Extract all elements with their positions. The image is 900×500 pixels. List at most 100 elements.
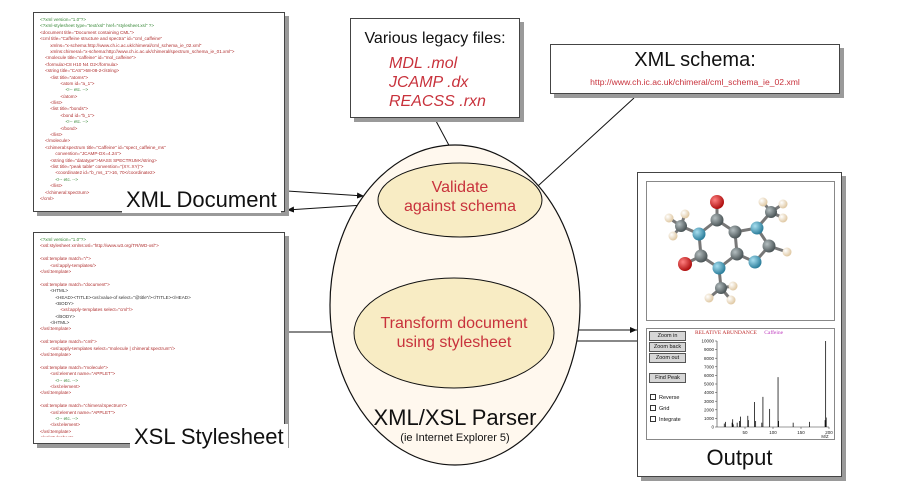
validate-label-line2: against schema [403,198,517,215]
x-tick-label: 100 [769,430,777,435]
xml-document-title: XML Document [122,187,281,213]
code-line: <?xml version="1.0"?> [40,237,87,242]
mass-spectrum-plot[interactable]: 1000090008000700060005000400030002000100… [689,331,833,438]
code-line: <molecule title="caffeine" id="mol_caffe… [40,55,136,61]
code-line: </xsl:template> [40,326,72,332]
code-line: </molecule> [40,138,71,144]
transform-label-line2: using stylesheet [396,334,512,351]
code-line: </xsl:template> [40,390,72,396]
code-line: </cml> [40,195,54,201]
legacy-files-box: Various legacy files: MDL .mol JCAMP .dx… [350,18,520,118]
transform-label-line1: Transform document [380,315,528,332]
transform-label: Transform document using stylesheet [364,314,544,352]
code-line: <cml title="Caffeine structure and spect… [40,36,163,42]
y-tick-label: 8000 [704,356,715,361]
code-line: <!-- etc. --> [40,415,79,421]
code-line: <xsl:apply-templates select="cml"/> [40,307,133,313]
code-line: </xsl:template> [40,268,72,274]
y-tick-label: 1000 [704,416,715,421]
spectrum-ylabel: RELATIVE ABUNDANCE [695,330,757,336]
xml-schema-url: http://www.ch.ic.ac.uk/chimeral/cml_sche… [590,77,800,87]
code-line: </atom> [40,93,78,99]
output-heading: Output [706,445,773,470]
code-line: <xsl:element name="APPLET"> [40,371,116,377]
arrow-validate-to-xmldoc [286,204,365,213]
spectrum-compound: Caffeine [764,330,784,336]
y-tick-label: 4000 [704,390,715,395]
xml-document-panel: <?xml version="1.0"?><?xml-stylesheet ty… [33,12,285,212]
y-tick-label: 6000 [704,373,715,378]
xml-schema-box: XML schema: http://www.ch.ic.ac.uk/chime… [550,44,840,94]
find-peak-button[interactable]: Find Peak [649,373,686,383]
x-tick-label: 50 [742,430,748,435]
spectrum-header: RELATIVE ABUNDANCE Caffeine [695,330,783,336]
code-line: convention="JCAMP-DX=4.24"> [40,151,122,157]
code-line: <document title="Document containing CML… [40,29,135,35]
code-line: xmlns:chimeral="x-schema:http://www.ch.i… [40,48,235,54]
code-line: <!-- etc. --> [40,377,79,383]
arrow-schema-to-validate [526,97,635,197]
reverse-checkbox[interactable]: Reverse [650,394,679,401]
code-line: </xsl:stylesheet> [40,435,280,437]
legacy-file-mol: MDL .mol [389,55,458,72]
code-line: <xsl:apply-templates/> [40,262,97,268]
code-line: </xsl:element> [40,422,81,428]
code-line: <string title="datatype">MASS SPECTRUM</… [40,157,157,163]
code-line: <xsl:template match="chimeral:spectrum"> [40,403,128,409]
code-line: <HEAD><TITLE><xsl:value-of select="@titl… [40,294,191,300]
grid-checkbox[interactable]: Grid [650,405,669,412]
code-line: <string title="CAS">58-08-2</string> [40,68,120,74]
code-line: </list> [40,132,63,138]
x-unit-label: M/Z [821,434,829,438]
xsl-code-listing: <?xml version="1.0"?><xsl:stylesheet xml… [40,237,280,437]
code-line: <chimeral:spectrum title="Caffeine" id="… [40,144,166,150]
spectrum-viewer: Zoom in Zoom back Zoom out Find Peak Rev… [646,328,835,440]
validate-label-line1: Validate [431,179,489,196]
zoom-in-button[interactable]: Zoom in [649,331,686,341]
code-line: <HTML> [40,288,69,294]
output-panel: Zoom in Zoom back Zoom out Find Peak Rev… [637,172,842,477]
code-line: </HTML> [40,320,70,326]
code-line: </xsl:template> [40,352,72,358]
y-tick-label: 10000 [701,339,714,344]
code-line: <?xml-stylesheet type="text/xsl" href="s… [40,23,155,29]
code-line: <bond id="b_1"> [40,112,95,118]
arrow-xmldoc-to-validate [286,190,365,199]
code-line: <atom id="a_1"> [40,80,95,86]
code-line: <list title="peak table" convention="(XY… [40,163,144,169]
code-line: <xsl:template match="cml"> [40,339,97,345]
code-line: xmlns="x-schema:http://www.ch.ic.ac.uk/c… [40,42,202,48]
code-line: <BODY> [40,300,74,306]
code-line: <!-- etc. --> [40,119,89,125]
parser-subtitle: (ie Internet Explorer 5) [400,432,510,444]
code-line: <list title="atoms"> [40,74,89,80]
validate-label: Validate against schema [380,178,540,216]
code-line: <coordinate2 id="b_ms_1">16, 70</coordin… [40,170,156,176]
xml-code-listing: <?xml version="1.0"?><?xml-stylesheet ty… [40,17,280,205]
xsl-stylesheet-title: XSL Stylesheet [130,424,288,450]
code-line: <xsl:template match="/"> [40,256,91,262]
code-line: </xsl:template> [40,428,72,434]
y-tick-label: 3000 [704,399,715,404]
molecule-viewer[interactable] [646,181,835,321]
code-line: <xsl:apply-templates select="molecule | … [40,345,176,351]
code-line: <!-- etc. --> [40,176,79,182]
code-line: <xsl:template match="molecule"> [40,364,108,370]
y-tick-label: 9000 [704,347,715,352]
integrate-checkbox[interactable]: Integrate [650,416,681,423]
parser-title: XML/XSL Parser [373,405,537,430]
code-line: </bond> [40,125,78,131]
legacy-file-dx: JCAMP .dx [389,74,469,91]
zoom-back-button[interactable]: Zoom back [649,342,686,352]
caffeine-molecule-model [664,195,792,305]
code-line: <!-- etc. --> [40,87,89,93]
zoom-out-button[interactable]: Zoom out [649,353,686,363]
legacy-file-rxn: REACSS .rxn [389,93,486,110]
code-line: </chimeral:spectrum> [40,189,90,195]
transform-oval [353,277,555,389]
xsl-stylesheet-panel: <?xml version="1.0"?><xsl:stylesheet xml… [33,232,285,444]
code-line: <xsl:stylesheet xmlns:xsl="http://www.w3… [40,243,159,249]
x-tick-label: 150 [797,430,805,435]
x-tick-label: 200 [825,430,833,435]
